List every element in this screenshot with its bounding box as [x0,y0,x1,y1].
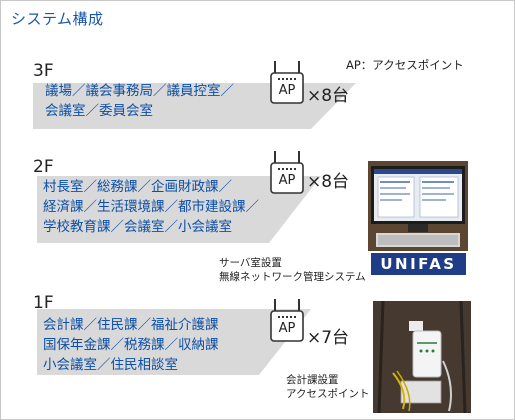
access-point-photo [373,301,471,413]
access-point-2f: AP [269,149,305,199]
access-point-icon [270,299,304,342]
ap-icon-label: AP [278,83,296,98]
access-point-icon [270,151,304,194]
ap-legend: AP：アクセスポイント [346,58,464,72]
rooms-2f-line: 経済課／生活環境課／都市建設課／ [43,199,259,215]
server-caption-line: 無線ネットワーク管理システム [219,271,366,283]
server-monitor-photo [368,161,468,251]
page-title: システム構成 [11,10,104,28]
rooms-3f: 議場／議会事務局／議員控室／ 会議室／委員会室 [45,81,234,121]
ap-count-2f: ×8台 [307,172,350,192]
floor-label-2f: 2F [33,157,54,177]
access-point-1f: AP [269,297,305,347]
rooms-2f-line: 村長室／総務課／企画財政課／ [43,179,232,195]
ap-icon-label: AP [278,321,296,336]
server-caption: サーバ室設置 無線ネットワーク管理システム [219,256,366,284]
access-point-3f: AP [269,59,305,109]
ap-icon-label: AP [278,173,296,188]
floor-label-1f: 1F [33,293,54,313]
rooms-1f: 会計課／住民課／福祉介護課 国保年金課／税務課／収納課 小会議室／住民相談室 [43,315,219,375]
rooms-2f-line: 学校教育課／会議室／小会議室 [43,219,232,235]
ap-photo-caption: 会計課設置 アクセスポイント [286,373,369,401]
unifas-logo: UNIFAS [371,253,466,275]
server-caption-line: サーバ室設置 [219,257,282,269]
access-point-icon [270,61,304,104]
ap-photo-caption-line: アクセスポイント [286,388,370,400]
floor-plate-1f [37,309,311,375]
ap-count-1f: ×7台 [307,328,350,348]
rooms-1f-line: 会計課／住民課／福祉介護課 [43,317,219,333]
ap-photo-caption-line: 会計課設置 [286,374,339,386]
rooms-3f-line: 会議室／委員会室 [45,103,153,119]
floor-label-3f: 3F [33,61,54,81]
rooms-3f-line: 議場／議会事務局／議員控室／ [45,83,234,99]
rooms-2f: 村長室／総務課／企画財政課／ 経済課／生活環境課／都市建設課／ 学校教育課／会議… [43,177,259,237]
monitor-icon [368,161,468,251]
installed-ap-icon [373,301,471,413]
floor-plate-2f [37,176,321,243]
rooms-1f-line: 国保年金課／税務課／収納課 [43,337,219,353]
ap-count-3f: ×8台 [307,86,350,106]
rooms-1f-line: 小会議室／住民相談室 [43,357,178,373]
